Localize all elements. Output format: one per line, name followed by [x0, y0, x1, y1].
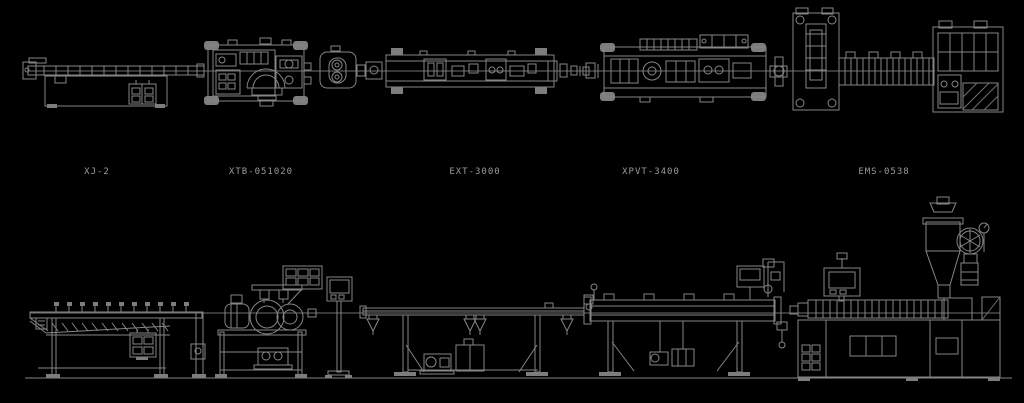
machine-drawing-collection-table [29, 302, 206, 378]
machine-drawing-haul-off [215, 265, 323, 378]
machine-drawing-ext3000 [365, 48, 590, 94]
machine-label-ext3000: EXT-3000 [449, 167, 501, 177]
machine-drawing-xj2 [22, 57, 205, 108]
machine-label-ems0538: EMS-0538 [858, 167, 910, 177]
machine-label-xpvt3400: XPVT-3400 [622, 167, 680, 177]
machine-drawing-extruder [789, 196, 1001, 381]
bottom-row-baselines [25, 312, 1012, 379]
machine-drawing-ems0538 [792, 7, 1004, 113]
machine-label-xj2: XJ-2 [84, 167, 110, 177]
machine-drawing-xtb051020 [204, 37, 312, 107]
machine-drawing-vacuum-tank [583, 258, 788, 376]
machine-drawing-spray-tank [359, 294, 594, 376]
machine-label-xtb051020: XTB-051020 [228, 167, 294, 177]
machine-drawing-auxiliary-unit [319, 45, 366, 89]
machine-drawing-xpvt3400 [585, 34, 788, 103]
machine-drawing-control-panel-stand [325, 276, 353, 378]
